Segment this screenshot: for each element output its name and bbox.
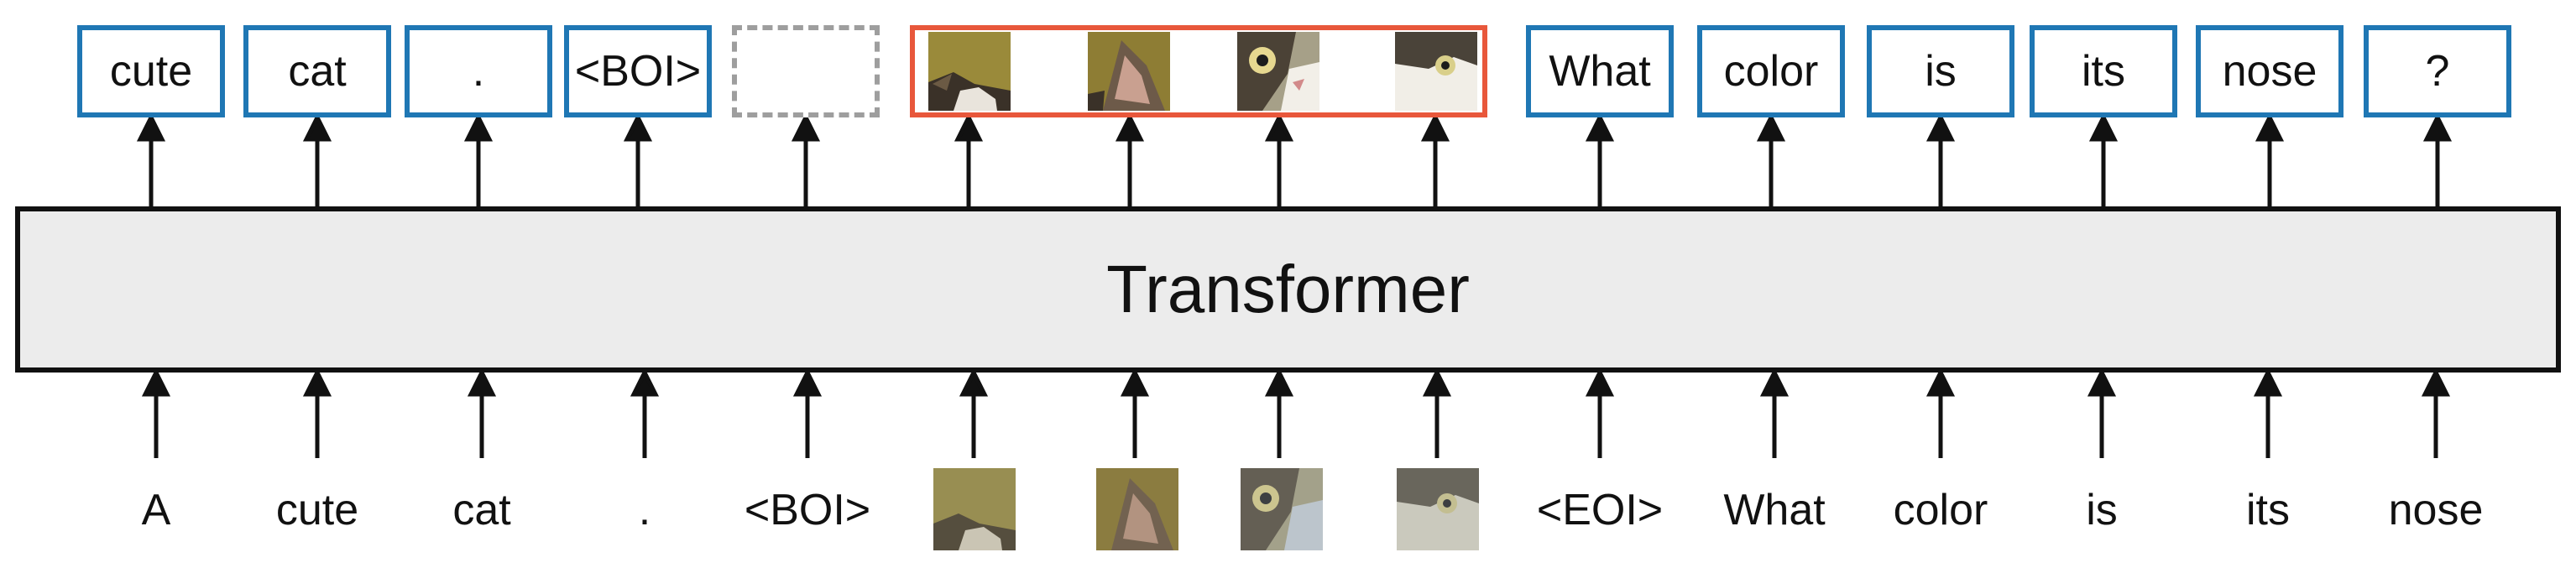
cat-ear-tabby-patch-icon (1088, 32, 1170, 111)
output-token-label: its (2082, 47, 2125, 96)
input-arrows (141, 367, 2451, 458)
output-token-box: nose (2196, 25, 2343, 117)
cat-eye-nose-patch-icon (1237, 32, 1319, 111)
noisy-cat-ear-patch-icon (933, 468, 1016, 550)
noisy-cat-ear-tabby-patch-icon (1096, 468, 1178, 550)
output-token-box: . (405, 25, 552, 117)
output-token-label: ? (2425, 47, 2450, 96)
input-token-label: . (638, 486, 651, 534)
input-token-label: its (2246, 486, 2290, 534)
output-arrows (136, 112, 2453, 206)
output-token-box: ? (2364, 25, 2511, 117)
output-token-label: nose (2222, 47, 2317, 96)
input-token-label: cute (275, 486, 359, 534)
output-token-label: What (1549, 47, 1651, 96)
cat-face-white-patch-icon (1395, 32, 1477, 111)
input-token-label: What (1723, 486, 1826, 534)
output-token-box: its (2030, 25, 2177, 117)
output-token-label: cute (109, 47, 193, 96)
input-token-label: nose (2388, 486, 2484, 534)
noisy-cat-face-white-patch-icon (1397, 468, 1479, 550)
output-token-box: cat (243, 25, 391, 117)
input-token-label: <BOI> (744, 486, 871, 534)
input-token-label: cat (452, 486, 511, 534)
cat-ear-patch-icon (928, 32, 1011, 111)
output-token-box: What (1526, 25, 1674, 117)
output-token-box: is (1867, 25, 2014, 117)
input-token-label: A (141, 486, 171, 534)
output-empty-box (732, 25, 880, 117)
input-token-label: is (2086, 486, 2118, 534)
output-token-label: cat (288, 47, 347, 96)
output-token-label: <BOI> (574, 47, 702, 96)
output-token-label: is (1925, 47, 1957, 96)
output-token-box: <BOI> (564, 25, 712, 117)
output-token-box: color (1697, 25, 1845, 117)
input-token-label: color (1893, 486, 1988, 534)
input-token-label: <EOI> (1536, 486, 1664, 534)
transformer-block: Transformer (15, 206, 2561, 373)
output-token-label: . (472, 47, 485, 96)
output-token-box: cute (77, 25, 225, 117)
output-token-label: color (1723, 47, 1819, 96)
noisy-cat-eye-nose-patch-icon (1241, 468, 1323, 550)
transformer-label: Transformer (1106, 252, 1470, 326)
